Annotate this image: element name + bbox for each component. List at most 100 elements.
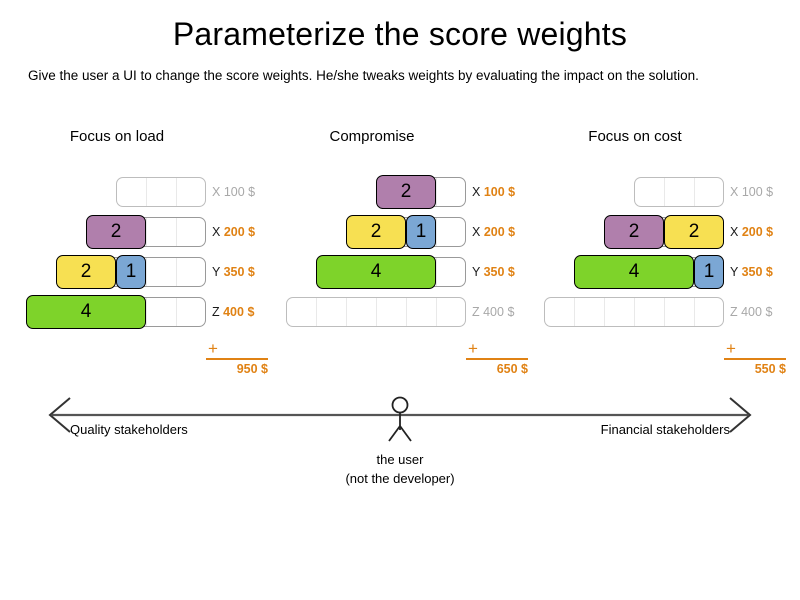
row-cost-label: X 200 $ — [212, 225, 268, 239]
weight-segment[interactable]: 2 — [376, 175, 436, 209]
slider-tick-cell[interactable] — [545, 298, 575, 326]
row-price: 100 $ — [223, 185, 256, 199]
row-cost-label: Y 350 $ — [730, 265, 786, 279]
row-price: 400 $ — [741, 305, 773, 319]
row-key: Z — [212, 305, 224, 319]
user-caption: the user (not the developer) — [0, 450, 800, 488]
row-key: Z — [472, 305, 484, 319]
slider-tick-cell[interactable] — [177, 258, 205, 286]
weight-row: X 100 $ — [28, 172, 268, 212]
total-sum: 550 $ — [754, 361, 786, 376]
user-stick-figure-icon — [388, 396, 412, 442]
weight-slider-track[interactable] — [634, 177, 724, 207]
row-cost-label: X 100 $ — [730, 185, 786, 199]
weight-segment[interactable]: 2 — [604, 215, 664, 249]
row-key: Y — [730, 265, 742, 279]
slider-tick-cell[interactable] — [437, 258, 465, 286]
row-key: X — [472, 225, 484, 239]
weight-segment[interactable]: 2 — [346, 215, 406, 249]
slider-tick-cell[interactable] — [407, 218, 437, 246]
column-total: +650 $ — [466, 340, 528, 376]
slider-tick-cell[interactable] — [147, 178, 177, 206]
slider-tick-cell[interactable] — [317, 298, 347, 326]
total-plus-sign: + — [726, 339, 736, 358]
weight-segment[interactable]: 1 — [406, 215, 436, 249]
weight-segment[interactable]: 4 — [26, 295, 146, 329]
row-price: 200 $ — [741, 225, 774, 239]
slider-tick-cell[interactable] — [665, 298, 695, 326]
slider-tick-cell[interactable] — [635, 298, 665, 326]
slider-tick-cell[interactable] — [117, 258, 147, 286]
slider-tick-cell[interactable] — [665, 178, 695, 206]
weight-row: 2 X 100 $ — [278, 172, 528, 212]
row-key: X — [472, 185, 484, 199]
total-rule — [206, 358, 268, 360]
slider-tick-cell[interactable] — [407, 178, 437, 206]
row-key: X — [730, 225, 742, 239]
slider-tick-cell[interactable] — [437, 298, 465, 326]
slider-tick-cell[interactable] — [695, 298, 723, 326]
row-cost-label: Y 350 $ — [212, 265, 268, 279]
slider-tick-cell[interactable] — [635, 178, 665, 206]
weight-segment[interactable]: 2 — [86, 215, 146, 249]
row-cost-label: X 100 $ — [212, 185, 268, 199]
axis-arrow-left-icon — [48, 397, 71, 433]
slider-tick-cell[interactable] — [117, 218, 147, 246]
slider-tick-cell[interactable] — [575, 298, 605, 326]
slider-tick-cell[interactable] — [117, 178, 147, 206]
slider-tick-cell[interactable] — [695, 178, 723, 206]
weight-segment[interactable]: 4 — [574, 255, 694, 289]
axis-arrow-right-icon — [729, 397, 752, 433]
weight-segment[interactable]: 2 — [664, 215, 724, 249]
row-cost-label: Y 350 $ — [472, 265, 528, 279]
row-price: 350 $ — [223, 265, 255, 279]
column-title: Compromise — [329, 128, 415, 145]
row-price: 200 $ — [223, 225, 256, 239]
row-key: X — [212, 185, 224, 199]
weight-slider-track[interactable] — [286, 297, 466, 327]
slider-tick-cell[interactable] — [605, 298, 635, 326]
total-rule — [466, 358, 528, 360]
row-price: 400 $ — [483, 305, 515, 319]
slider-tick-cell[interactable] — [407, 298, 437, 326]
slider-tick-cell[interactable] — [147, 218, 177, 246]
total-plus-sign: + — [208, 339, 218, 358]
weight-slider-track[interactable] — [544, 297, 724, 327]
slider-tick-cell[interactable] — [347, 298, 377, 326]
slider-tick-cell[interactable] — [147, 298, 177, 326]
slider-tick-cell[interactable] — [147, 258, 177, 286]
axis-label-right: Financial stakeholders — [600, 422, 730, 437]
slider-tick-cell[interactable] — [177, 178, 205, 206]
user-caption-line2: (not the developer) — [345, 471, 455, 486]
weight-segment[interactable]: 1 — [694, 255, 724, 289]
slider-tick-cell[interactable] — [437, 218, 465, 246]
slider-tick-cell[interactable] — [437, 178, 465, 206]
weight-segment[interactable]: 2 — [56, 255, 116, 289]
total-rule — [724, 358, 786, 360]
row-cost-label: X 200 $ — [472, 225, 528, 239]
row-price: 100 $ — [483, 185, 516, 199]
slider-tick-cell[interactable] — [287, 298, 317, 326]
row-cost-label: Z 400 $ — [472, 305, 528, 319]
row-key: Y — [212, 265, 224, 279]
slider-tick-cell[interactable] — [407, 258, 437, 286]
weight-slider-track[interactable] — [116, 177, 206, 207]
weight-segment[interactable]: 1 — [116, 255, 146, 289]
row-cost-label: Z 400 $ — [212, 305, 268, 319]
slider-tick-cell[interactable] — [177, 218, 205, 246]
slider-tick-cell[interactable] — [177, 298, 205, 326]
total-sum: 650 $ — [496, 361, 528, 376]
slider-tick-cell[interactable] — [117, 298, 147, 326]
row-price: 200 $ — [483, 225, 516, 239]
row-price: 350 $ — [741, 265, 773, 279]
weight-segment[interactable]: 4 — [316, 255, 436, 289]
stakeholder-axis: Quality stakeholders Financial stakehold… — [0, 392, 800, 512]
weight-row: Z 400 $ — [278, 292, 528, 332]
row-key: X — [212, 225, 224, 239]
slider-tick-cell[interactable] — [377, 298, 407, 326]
